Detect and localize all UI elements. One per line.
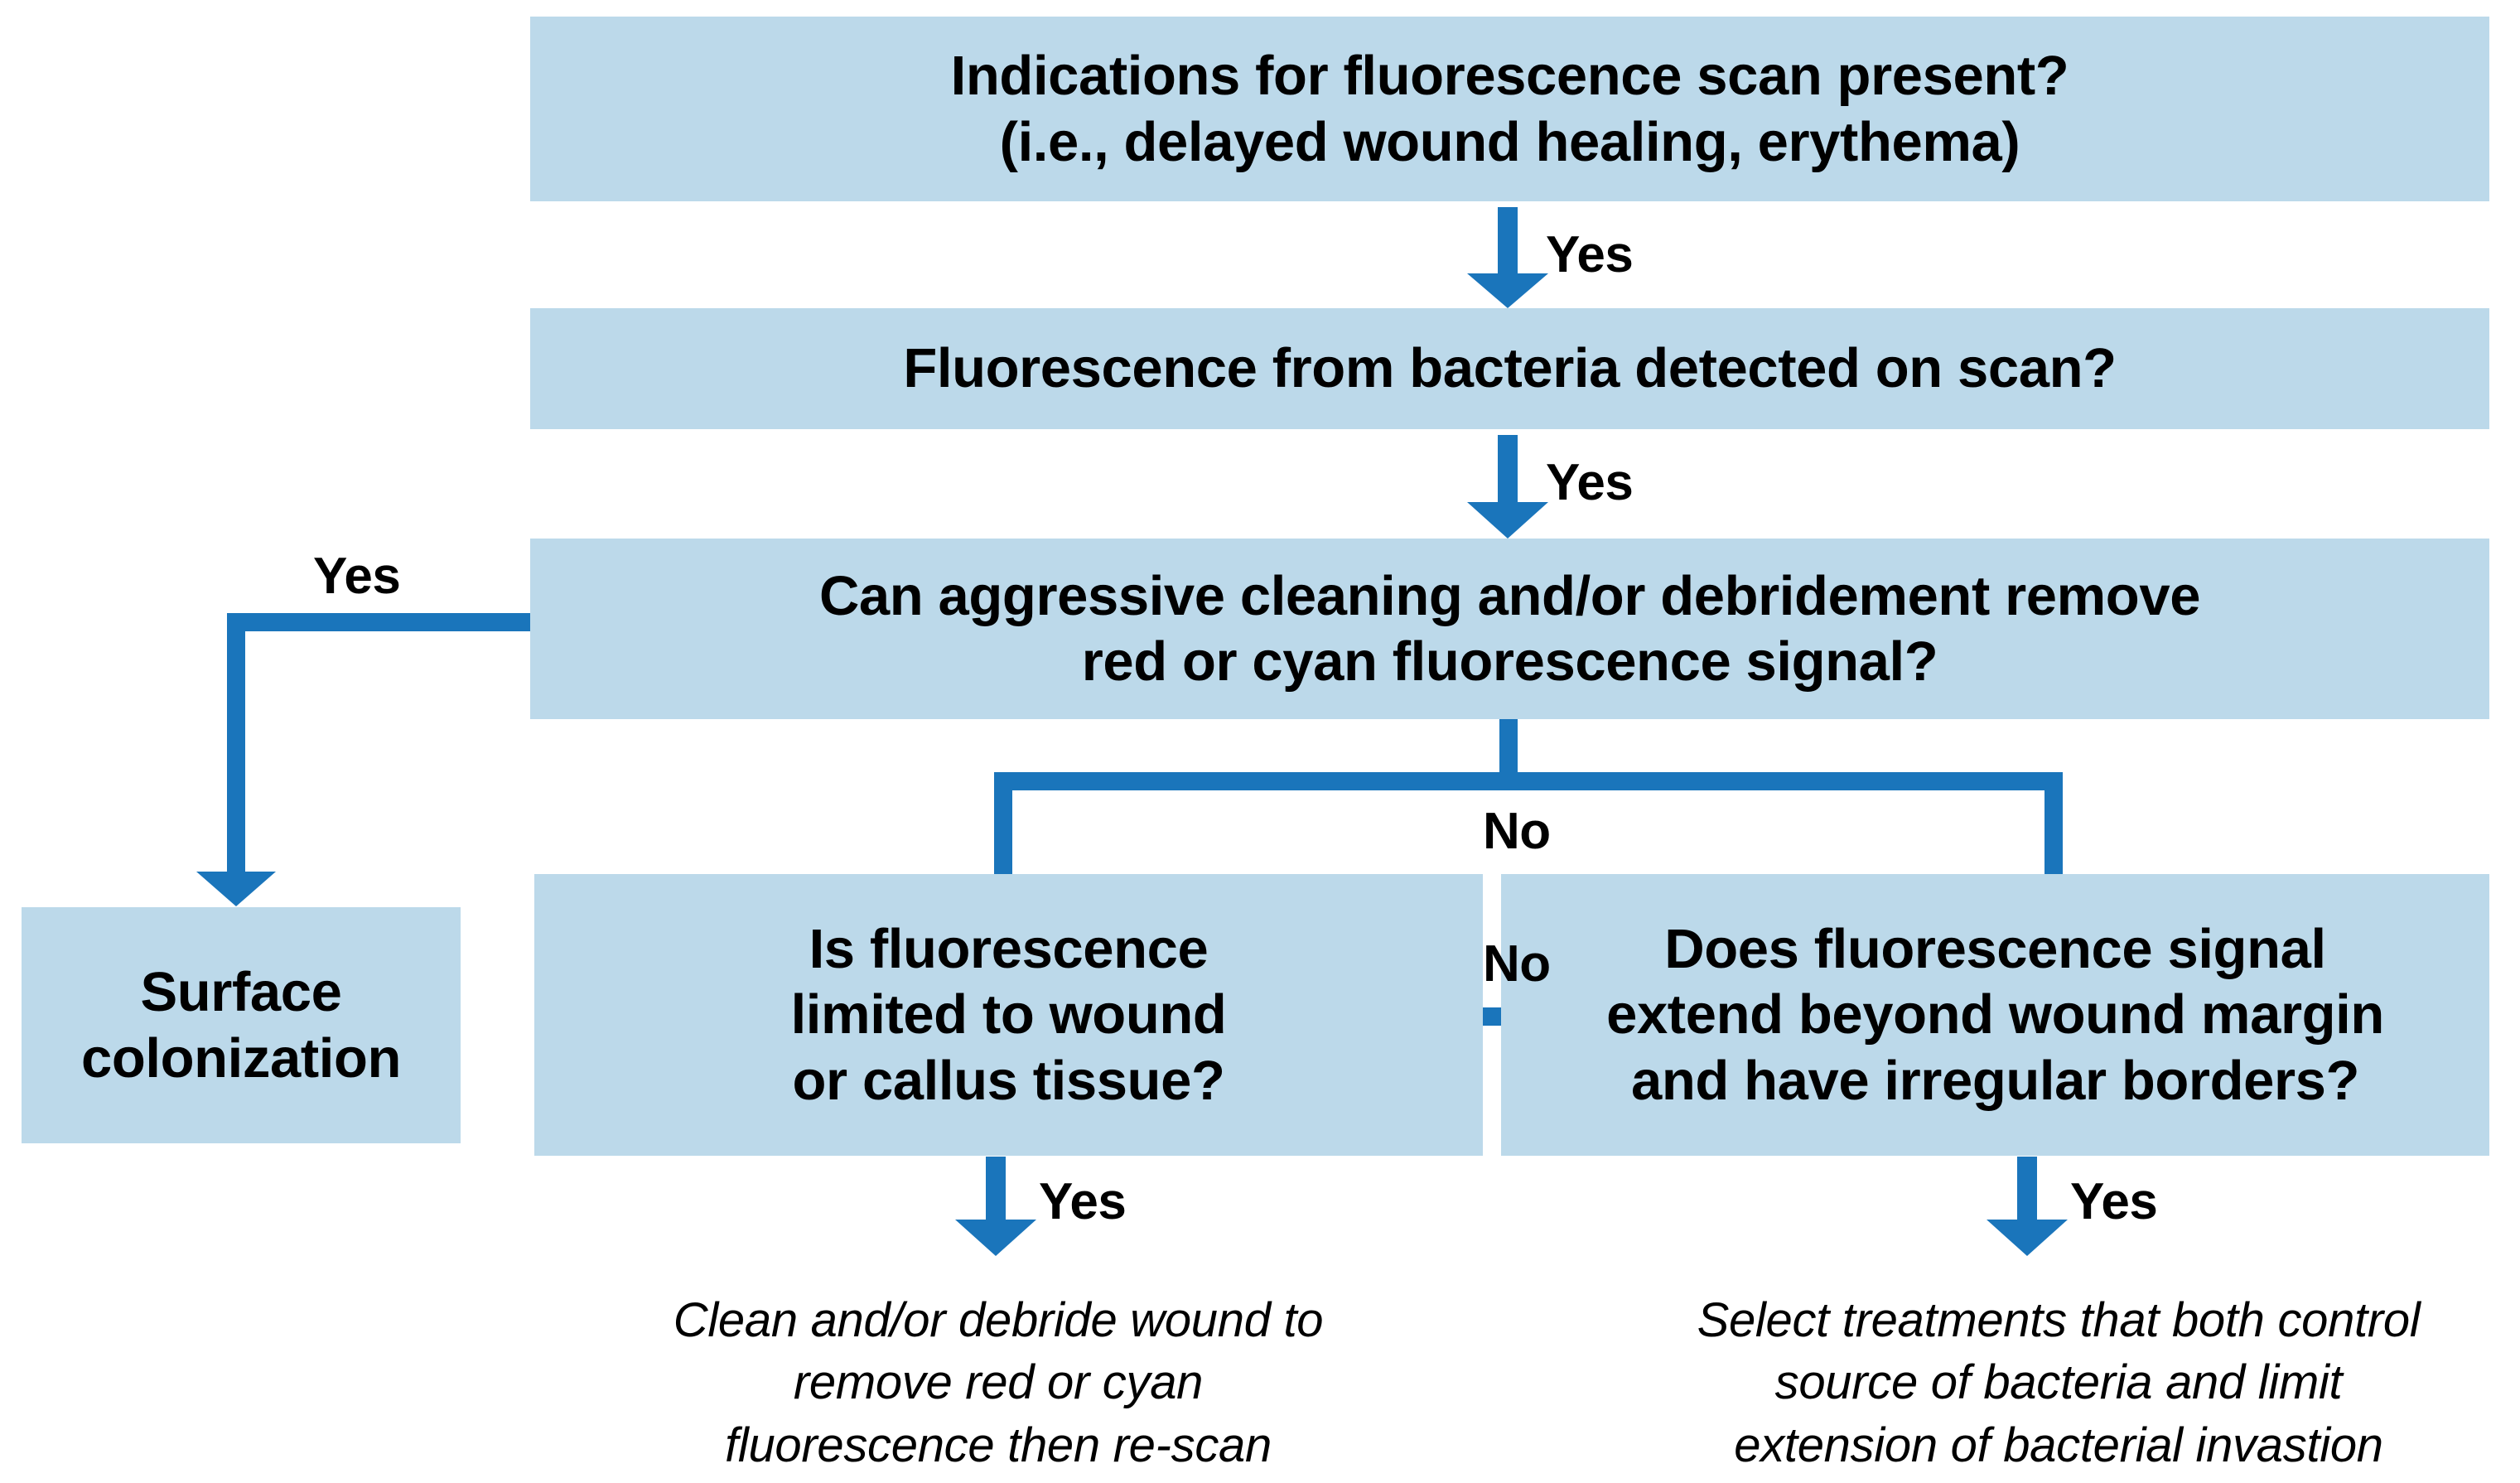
edge-label-yes-indications-to-detected: Yes: [1546, 226, 1634, 283]
node-limited-to-wound-label: Is fluorescence limited to wound or call…: [790, 918, 1227, 1112]
node-surface-colonization[interactable]: Surface colonization: [22, 907, 461, 1143]
edge-label-yes-extend-to-select: Yes: [2070, 1173, 2158, 1230]
node-fluorescence-limited-to-wound[interactable]: Is fluorescence limited to wound or call…: [534, 874, 1483, 1156]
edge-label-yes-limited-to-clean: Yes: [1039, 1173, 1127, 1230]
arrow-debridement-to-surface: [196, 613, 533, 906]
arrow-extend-to-select-note: [1987, 1157, 2068, 1256]
edge-label-no-debridement-split: No: [1483, 803, 1551, 860]
edge-label-no-limited-to-extend: No: [1483, 935, 1551, 993]
node-indications-for-fluorescence-scan[interactable]: Indications for fluorescence scan presen…: [530, 17, 2489, 201]
node-extend-beyond-label: Does fluorescence signal extend beyond w…: [1606, 918, 2384, 1112]
edge-label-yes-detected-to-debridement: Yes: [1546, 454, 1634, 511]
arrow-limited-to-clean-note: [955, 1157, 1036, 1256]
edge-label-yes-debridement-to-surface: Yes: [313, 548, 401, 605]
note-select-treatments: Select treatments that both control sour…: [1697, 1293, 2421, 1472]
node-fluorescence-detected-label: Fluorescence from bacteria detected on s…: [903, 337, 2117, 400]
node-surface-colonization-label: Surface colonization: [80, 961, 401, 1089]
note-clean-and-debride-wound: Clean and/or debride wound to remove red…: [673, 1293, 1324, 1472]
node-debridement-label: Can aggressive cleaning and/or debrideme…: [818, 564, 2201, 693]
node-aggressive-cleaning-debridement[interactable]: Can aggressive cleaning and/or debrideme…: [530, 539, 2489, 719]
arrow-detected-to-debridement: [1467, 435, 1548, 539]
node-fluorescence-extends-beyond-margin[interactable]: Does fluorescence signal extend beyond w…: [1501, 874, 2489, 1156]
node-indications-label: Indications for fluorescence scan presen…: [950, 45, 2069, 173]
arrow-indications-to-detected: [1467, 207, 1548, 308]
node-fluorescence-from-bacteria-detected[interactable]: Fluorescence from bacteria detected on s…: [530, 308, 2489, 429]
